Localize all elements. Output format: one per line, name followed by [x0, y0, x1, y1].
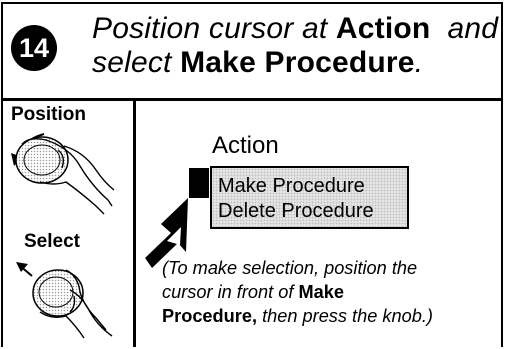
selection-cursor: [189, 168, 209, 198]
instruction-line-2: select Make Procedure.: [92, 46, 424, 79]
action-menu-title: Action: [212, 132, 279, 159]
step-number-badge: 14: [11, 25, 57, 71]
select-label: Select: [24, 231, 80, 252]
push-knob-icon: [16, 262, 113, 339]
step-header: 14 Position cursor at Action and select …: [3, 4, 501, 101]
action-keyword: Action: [335, 12, 431, 45]
make-procedure-keyword: Make Procedure: [180, 46, 415, 79]
menu-item-delete-procedure[interactable]: Delete Procedure: [218, 200, 374, 222]
menu-item-make-procedure[interactable]: Make Procedure: [218, 175, 365, 197]
instruction-line-1: Position cursor at Action and: [92, 12, 499, 45]
rotate-knob-icon: [11, 133, 115, 215]
position-label: Position: [11, 104, 86, 125]
selection-note: (To make selection, position the cursor …: [162, 258, 433, 326]
instruction-frame: 14 Position cursor at Action and select …: [1, 2, 503, 347]
controls-column: [3, 98, 136, 347]
pointer-arrow-icon: [145, 198, 188, 268]
action-menu: Make Procedure Delete Procedure: [210, 166, 409, 229]
step-instruction: Position cursor at Action and select Mak…: [92, 12, 498, 80]
